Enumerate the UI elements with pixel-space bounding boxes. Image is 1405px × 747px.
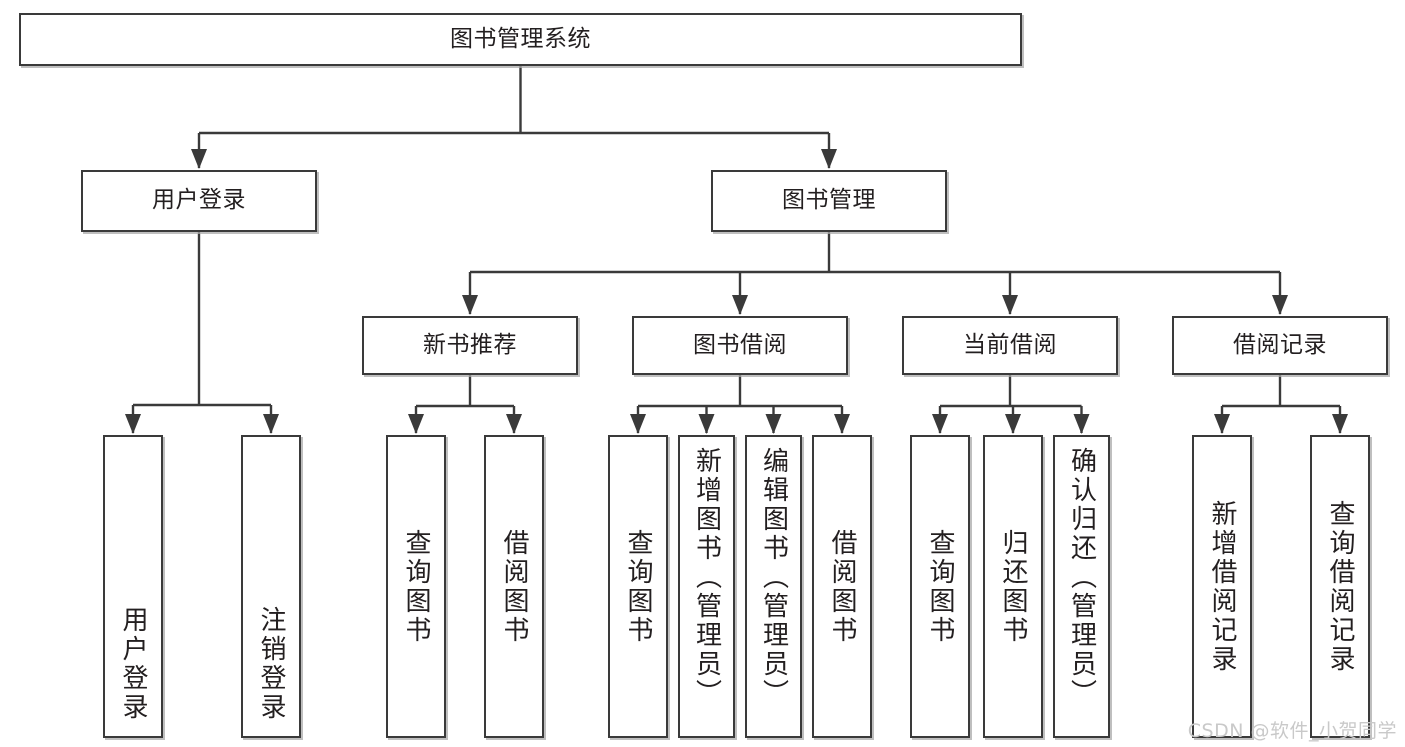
edge-arrowhead-leaf-logout (263, 414, 279, 434)
node-label-root: 图书管理系统 (450, 25, 591, 52)
edge-arrowhead-leaf-borrow-book-1 (506, 414, 522, 434)
node-leaf-add-record[interactable]: 新增借阅记录 (1192, 435, 1252, 738)
edge-arrowhead-leaf-confirm-return (1073, 414, 1090, 434)
node-root[interactable]: 图书管理系统 (19, 13, 1022, 66)
node-leaf-logout[interactable]: 注销登录 (241, 435, 301, 738)
edge-arrowhead-leaf-user-login (125, 414, 141, 434)
node-label-user-login: 用户登录 (152, 187, 246, 214)
edge-arrowhead-borrow-record (1272, 295, 1288, 315)
edge-arrowhead-book-manage (821, 149, 837, 169)
node-label-leaf-query-book-1: 查询图书 (401, 528, 431, 645)
node-leaf-edit-book[interactable]: 编辑图书（管理员） (745, 435, 802, 738)
edge-arrowhead-leaf-query-book-2 (630, 414, 646, 434)
edge-arrowhead-leaf-query-book-3 (932, 414, 948, 434)
node-leaf-confirm-return[interactable]: 确认归还（管理员） (1053, 435, 1110, 738)
edge-arrowhead-leaf-query-record (1332, 414, 1348, 434)
node-label-book-borrow: 图书借阅 (693, 331, 787, 358)
edge-arrowhead-leaf-edit-book (765, 414, 782, 434)
node-current-borrow[interactable]: 当前借阅 (902, 316, 1118, 375)
node-label-borrow-record: 借阅记录 (1233, 331, 1327, 358)
node-label-leaf-logout: 注销登录 (256, 606, 286, 722)
node-leaf-query-book-1[interactable]: 查询图书 (386, 435, 446, 738)
node-label-leaf-confirm-return: 确认归还（管理员） (1066, 447, 1097, 708)
node-book-manage[interactable]: 图书管理 (711, 170, 947, 232)
node-label-leaf-query-record: 查询借阅记录 (1325, 499, 1355, 674)
edge-arrowhead-book-borrow (732, 295, 748, 315)
edge-arrowhead-leaf-add-record (1214, 414, 1230, 434)
node-leaf-borrow-book-2[interactable]: 借阅图书 (812, 435, 872, 738)
watermark-label: CSDN @软件_小贺同学 (1187, 720, 1397, 742)
node-label-leaf-return-book: 归还图书 (998, 528, 1028, 645)
node-label-leaf-borrow-book-2: 借阅图书 (827, 528, 857, 645)
node-label-book-manage: 图书管理 (782, 187, 876, 214)
node-leaf-query-book-2[interactable]: 查询图书 (608, 435, 668, 738)
node-label-current-borrow: 当前借阅 (963, 331, 1057, 358)
node-label-leaf-add-record: 新增借阅记录 (1207, 499, 1237, 674)
node-label-leaf-user-login: 用户登录 (118, 606, 148, 722)
node-leaf-borrow-book-1[interactable]: 借阅图书 (484, 435, 544, 738)
node-leaf-add-book[interactable]: 新增图书（管理员） (678, 435, 735, 738)
node-label-leaf-edit-book: 编辑图书（管理员） (758, 447, 789, 708)
node-label-leaf-add-book: 新增图书（管理员） (691, 447, 722, 708)
node-label-new-book-rec: 新书推荐 (423, 331, 517, 358)
node-book-borrow[interactable]: 图书借阅 (632, 316, 848, 375)
node-leaf-user-login[interactable]: 用户登录 (103, 435, 163, 738)
node-leaf-query-record[interactable]: 查询借阅记录 (1310, 435, 1370, 738)
node-user-login[interactable]: 用户登录 (81, 170, 317, 232)
node-leaf-return-book[interactable]: 归还图书 (983, 435, 1043, 738)
edge-arrowhead-leaf-borrow-book-2 (834, 414, 850, 434)
node-new-book-rec[interactable]: 新书推荐 (362, 316, 578, 375)
edge-arrowhead-leaf-add-book (698, 414, 715, 434)
node-leaf-query-book-3[interactable]: 查询图书 (910, 435, 970, 738)
node-label-leaf-query-book-2: 查询图书 (623, 528, 653, 645)
edge-arrowhead-user-login (191, 149, 207, 169)
edge-arrowhead-leaf-query-book-1 (408, 414, 424, 434)
edge-arrowhead-new-book-rec (462, 295, 478, 315)
node-label-leaf-borrow-book-1: 借阅图书 (499, 528, 529, 645)
node-borrow-record[interactable]: 借阅记录 (1172, 316, 1388, 375)
edge-arrowhead-leaf-return-book (1005, 414, 1021, 434)
edge-arrowhead-current-borrow (1002, 295, 1018, 315)
node-label-leaf-query-book-3: 查询图书 (925, 528, 955, 645)
